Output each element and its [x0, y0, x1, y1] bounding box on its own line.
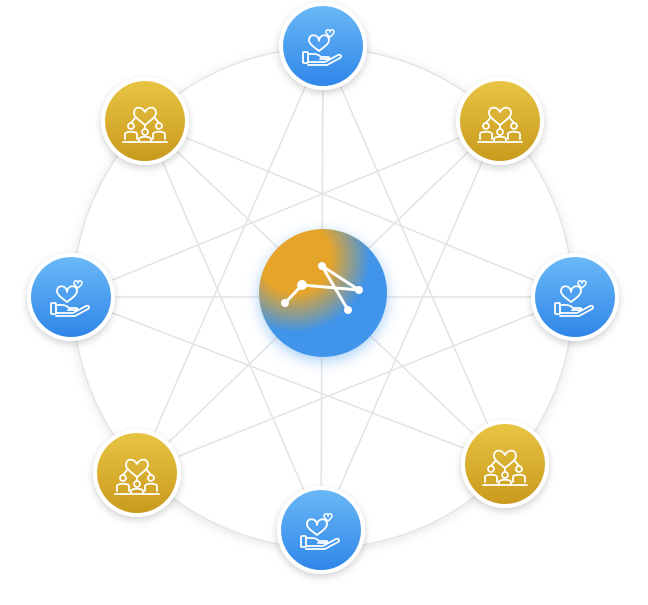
hub-circle: [259, 229, 387, 357]
connection-line-left-top-right: [70, 120, 501, 298]
node-circle: [97, 433, 177, 513]
node-left[interactable]: [27, 253, 115, 341]
node-top-left[interactable]: [101, 77, 189, 165]
node-top-right[interactable]: [456, 77, 544, 165]
outer-nodes: [27, 2, 619, 574]
node-circle: [283, 6, 363, 86]
node-circle: [31, 257, 111, 337]
connection-line-right-top-left: [144, 120, 576, 298]
connection-line-top-bottom-right: [322, 45, 506, 465]
node-bottom-right[interactable]: [461, 420, 549, 508]
node-circle: [460, 81, 540, 161]
center-hub[interactable]: [259, 229, 387, 357]
node-right[interactable]: [531, 253, 619, 341]
node-bottom-left[interactable]: [93, 429, 181, 517]
connection-line-bottom-top-left: [144, 120, 322, 531]
network-logo-icon: [281, 262, 363, 314]
node-circle: [465, 424, 545, 504]
node-top[interactable]: [279, 2, 367, 90]
connection-line-left-bottom-right: [70, 296, 506, 465]
node-circle: [105, 81, 185, 161]
node-bottom[interactable]: [277, 486, 365, 574]
connection-line-bottom-top-right: [320, 120, 501, 531]
node-circle: [535, 257, 615, 337]
connection-line-top-bottom-left: [136, 45, 324, 474]
connection-line-right-bottom-left: [136, 296, 576, 474]
node-circle: [281, 490, 361, 570]
